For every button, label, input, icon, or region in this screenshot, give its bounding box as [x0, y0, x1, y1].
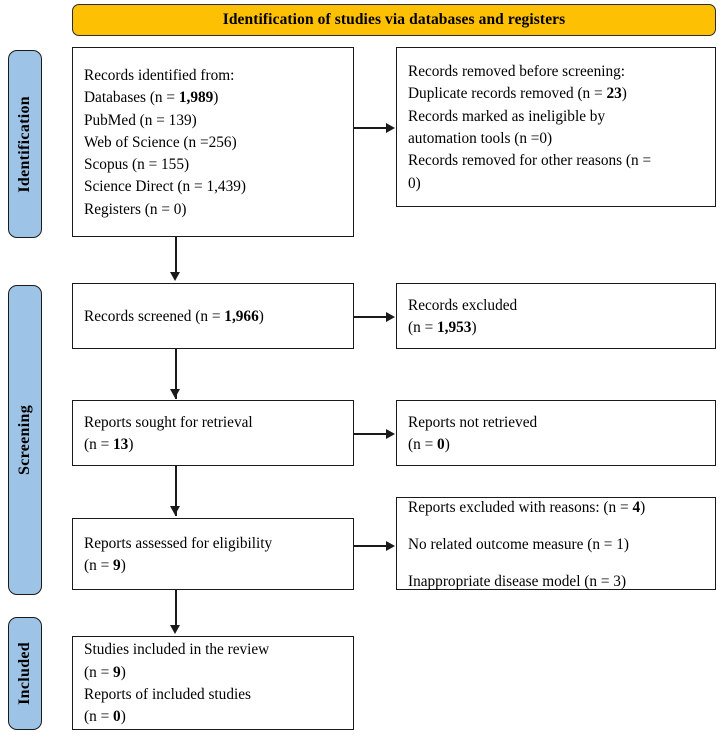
connector-assessed-to-included	[175, 590, 177, 626]
box-text-line: Scopus (n = 155)	[84, 156, 190, 174]
box-reports-not-retrieved: Reports not retrieved (n = 0)	[396, 400, 716, 466]
box-text-line: (n = 9)	[84, 663, 126, 681]
box-reports-excluded-reasons: Reports excluded with reasons: (n = 4) No…	[396, 497, 716, 590]
phase-label-screening-text: Screening	[16, 405, 33, 475]
phase-label-included-text: Included	[16, 642, 33, 705]
box-text-line: (n = 9)	[84, 557, 126, 574]
box-text-line: (n = 0)	[84, 708, 126, 726]
box-text-line: Reports excluded with reasons: (n = 4)	[408, 498, 646, 516]
connector-sought-to-assessed	[175, 466, 177, 516]
box-reports-assessed: Reports assessed for eligibility (n = 9)	[72, 518, 354, 590]
box-text-line: No related outcome measure (n = 1)	[408, 535, 629, 553]
connector-screened-to-excluded	[354, 316, 387, 318]
connector-screened-to-sought	[175, 349, 177, 399]
connector-identified-to-screened	[175, 237, 177, 273]
box-text-line: automation tools (n =0)	[408, 130, 553, 147]
box-records-identified: Records identified from: Databases (n = 1…	[72, 47, 354, 237]
box-text-line: Web of Science (n =256)	[84, 133, 237, 151]
box-text-line: Duplicate records removed (n = 23)	[408, 85, 627, 103]
box-text-line: Science Direct (n = 1,439)	[84, 178, 246, 196]
arrowhead-screened-to-excluded	[386, 311, 395, 322]
box-reports-sought: Reports sought for retrieval (n = 13)	[72, 400, 354, 466]
box-text-line: Reports not retrieved	[408, 413, 538, 431]
box-records-excluded: Records excluded (n = 1,953)	[396, 283, 716, 349]
arrowhead-identified-to-removed	[386, 122, 395, 133]
box-text-line: Records excluded	[408, 296, 518, 314]
box-text-line: Reports of included studies	[84, 686, 251, 703]
connector-sought-to-not-retrieved	[354, 433, 387, 435]
box-text-line: PubMed (n = 139)	[84, 111, 197, 129]
box-text-line: Studies included in the review	[84, 641, 270, 659]
arrowhead-screened-to-sought	[170, 389, 181, 398]
box-records-screened: Records screened (n = 1,966)	[72, 283, 354, 349]
box-text-line: (n = 13)	[84, 436, 134, 453]
connector-assessed-to-excluded-reasons	[354, 545, 387, 547]
phase-label-identification-text: Identification	[16, 95, 33, 193]
arrowhead-assessed-to-excluded-reasons	[386, 540, 395, 551]
box-text-line: Reports sought for retrieval	[84, 413, 253, 431]
box-text-line: Reports assessed for eligibility	[84, 534, 273, 552]
box-text-line: Inappropriate disease model (n = 3)	[408, 573, 627, 591]
box-text-line: Records removed for other reasons (n =	[408, 152, 652, 170]
box-text-line: Records marked as ineligible by	[408, 107, 606, 125]
box-text-line: Databases (n = 1,989)	[84, 89, 219, 107]
box-records-removed: Records removed before screening: Duplica…	[396, 47, 716, 207]
diagram-title: Identification of studies via databases …	[222, 11, 566, 28]
box-text-line: Records removed before screening:	[408, 63, 626, 81]
box-text-line: Records screened (n = 1,966)	[84, 307, 264, 325]
phase-label-included: Included	[8, 617, 42, 730]
arrowhead-identified-to-screened	[170, 272, 181, 281]
box-studies-included: Studies included in the review (n = 9) Rep…	[72, 636, 354, 730]
diagram-title-banner: Identification of studies via databases …	[72, 4, 716, 36]
arrowhead-sought-to-not-retrieved	[386, 428, 395, 439]
box-text-line: (n = 0)	[408, 436, 450, 453]
arrowhead-assessed-to-included	[170, 625, 181, 634]
phase-label-identification: Identification	[8, 50, 42, 238]
box-text-line: (n = 1,953)	[408, 319, 477, 336]
box-text-line: Registers (n = 0)	[84, 200, 187, 218]
box-text-line: Records identified from:	[84, 66, 235, 84]
phase-label-screening: Screening	[8, 285, 42, 595]
connector-identified-to-removed	[354, 127, 387, 129]
arrowhead-sought-to-assessed	[170, 506, 181, 515]
box-text-line: 0)	[408, 174, 421, 192]
